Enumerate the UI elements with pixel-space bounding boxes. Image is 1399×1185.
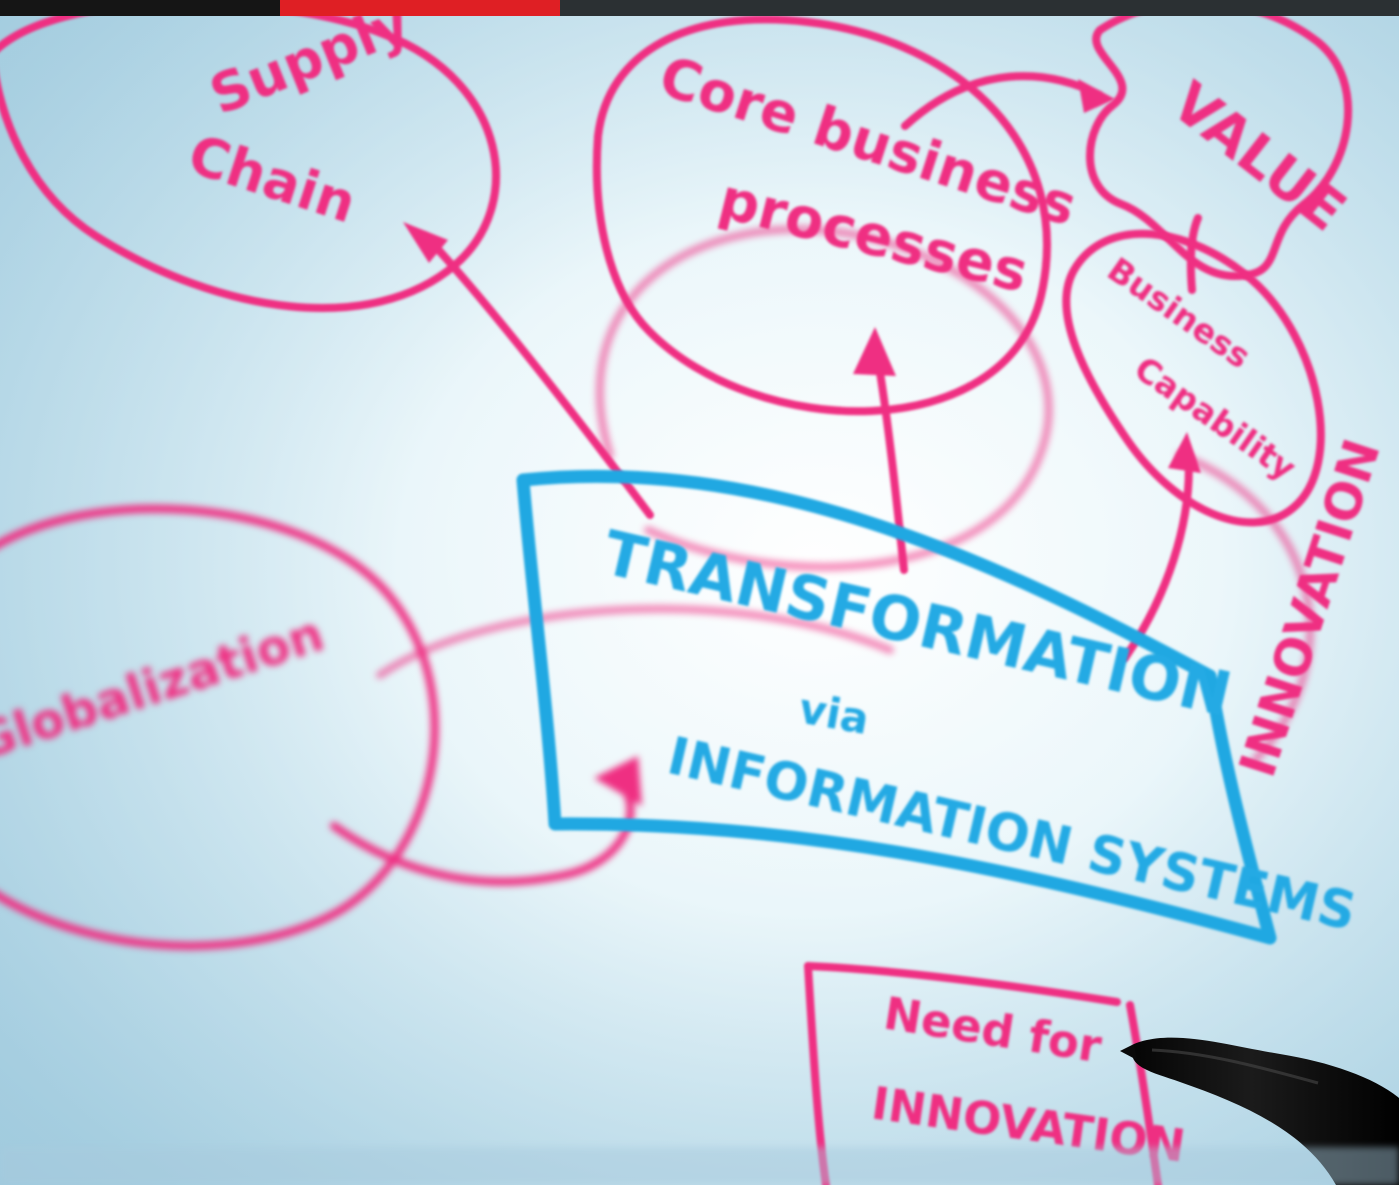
black-marker-pen xyxy=(1120,1037,1399,1185)
business-capability-oval xyxy=(1062,229,1325,527)
marker-pen-body xyxy=(1131,1037,1399,1185)
top-color-strip xyxy=(0,0,1399,16)
left-blurred-oval xyxy=(0,504,439,950)
via-label: via xyxy=(795,684,873,744)
blurred-right-curve xyxy=(1176,451,1314,764)
business-capability-arrow-head xyxy=(1168,432,1201,473)
need-for-box-left xyxy=(804,962,830,1185)
value-cloud xyxy=(1086,0,1352,280)
core-to-value-arrow-head xyxy=(1078,79,1115,113)
blurred-center-curve xyxy=(376,604,894,679)
top-strip-red xyxy=(280,0,560,16)
left-blurred-arrow-head xyxy=(594,756,642,806)
marker-pen-highlight xyxy=(1151,1048,1319,1085)
marker-pen-tip xyxy=(1120,1044,1137,1060)
top-strip-dark-left xyxy=(0,0,280,16)
background-blurred-marker-loops xyxy=(376,225,1314,764)
core-business-oval xyxy=(592,15,1051,416)
need-for-box-right xyxy=(1126,1001,1162,1185)
top-strip-dark-right xyxy=(560,0,1399,16)
supply-chain-arrow-line xyxy=(421,231,654,519)
need-for-box-top xyxy=(804,962,1121,1006)
bottom-soft-shadow xyxy=(0,1147,1399,1185)
transformation-blue-outline xyxy=(516,469,1277,945)
supply-chain-arrow-head xyxy=(403,222,448,263)
core-business-arrow-head xyxy=(853,327,896,376)
blurred-center-loop xyxy=(595,225,1053,571)
business-capability-arrow-line xyxy=(1121,446,1193,662)
